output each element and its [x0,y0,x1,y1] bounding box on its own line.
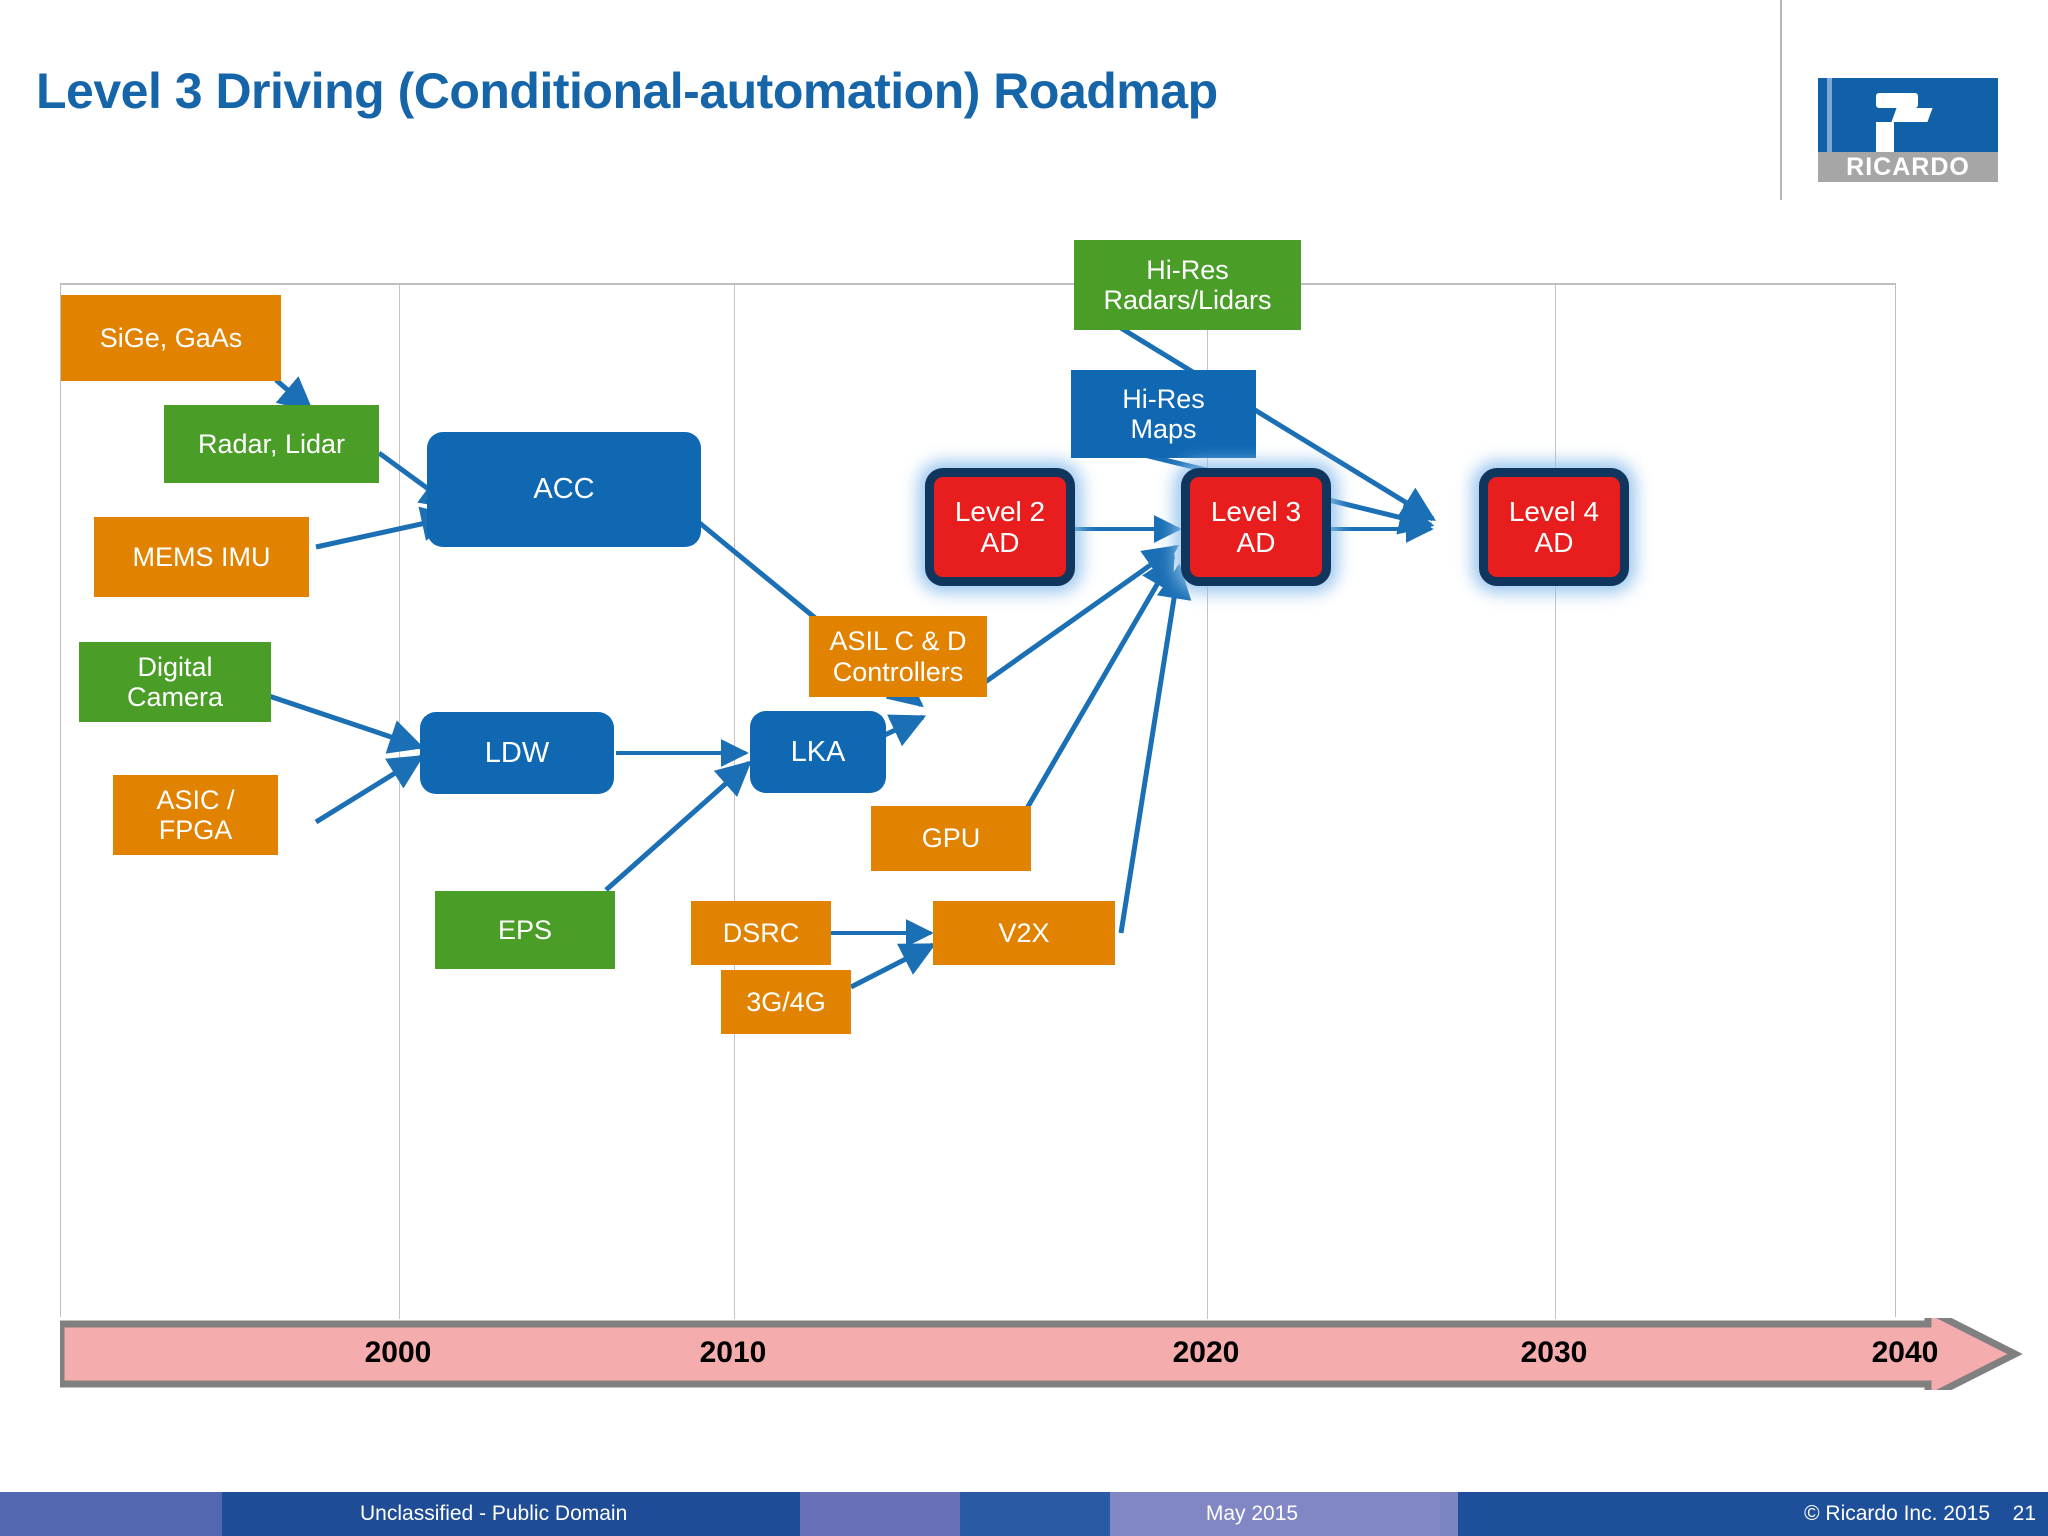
ricardo-wordmark: RICARDO [1818,152,1998,182]
node-sige[interactable]: SiGe, GaAs [61,295,281,381]
footer-classification: Unclassified - Public Domain [360,1502,628,1525]
node-mems-imu[interactable]: MEMS IMU [94,517,309,597]
footer-band-1 [0,1492,222,1536]
node-ldw[interactable]: LDW [420,712,614,794]
edge-gpu-level3 [998,553,1176,855]
edge-v2x-level3 [1118,563,1192,934]
node-digital-camera[interactable]: Digital Camera [79,642,271,722]
timeline-axis: 2000 2010 2020 2030 2040 [60,1318,2048,1390]
ricardo-logo: RICARDO [1818,78,1998,182]
node-eps[interactable]: EPS [435,891,615,969]
footer-date: May 2015 [1205,1502,1299,1525]
logo-r-leg [1876,122,1894,152]
footer-band-3 [800,1492,960,1536]
edge-eps-lka [604,760,752,892]
node-3g-4g[interactable]: 3G/4G [721,970,851,1034]
page-title: Level 3 Driving (Conditional-automation)… [36,63,1218,119]
node-dsrc[interactable]: DSRC [691,901,831,965]
timeline-arrow-shape [60,1318,2023,1390]
slide-footer: Unclassified - Public Domain May 2015 © … [0,1492,2048,1536]
logo-stripe [1827,78,1832,152]
node-hires-radars-lidars[interactable]: Hi-Res Radars/Lidars [1074,240,1301,330]
timeline-tick-2020: 2020 [1172,1336,1240,1369]
node-acc[interactable]: ACC [427,432,701,547]
ricardo-r-mark-icon [1818,78,1998,152]
footer-page-number: 21 [2012,1502,2036,1525]
logo-r-counter-top [1876,93,1918,108]
footer-band-5 [1110,1492,1440,1536]
node-hires-maps[interactable]: Hi-Res Maps [1071,370,1256,458]
node-v2x[interactable]: V2X [933,901,1115,965]
timeline-tick-2040: 2040 [1871,1336,1939,1369]
grid-line-2030 [1555,285,1556,1319]
footer-band-7 [1458,1492,2048,1536]
header-divider [1780,0,1782,200]
edge-asicfpga-ldw [314,754,424,825]
footer-copyright: © Ricardo Inc. 2015 [1804,1502,1990,1525]
node-gpu[interactable]: GPU [871,806,1031,871]
grid-line-2000 [399,285,400,1319]
node-level-3-ad[interactable]: Level 3 AD [1181,468,1331,586]
timeline-tick-2030: 2030 [1520,1336,1588,1369]
timeline-tick-2000: 2000 [364,1336,432,1369]
edge-g3g4-v2x [849,942,937,990]
node-lka[interactable]: LKA [750,711,886,793]
edge-hiresradar-level4 [1114,322,1436,522]
node-level-2-ad[interactable]: Level 2 AD [925,468,1075,586]
node-radar-lidar[interactable]: Radar, Lidar [164,405,379,483]
node-asic-fpga[interactable]: ASIC / FPGA [113,775,278,855]
roadmap-canvas: SiGe, GaAs Radar, Lidar MEMS IMU Digital… [60,240,1896,1319]
timeline-tick-2010: 2010 [699,1336,767,1369]
footer-band-2 [222,1492,800,1536]
node-level-4-ad[interactable]: Level 4 AD [1479,468,1629,586]
footer-band-6 [1440,1492,1458,1536]
logo-r-notch [1891,108,1933,122]
grid-line-2020 [1207,285,1208,1319]
node-asil-controllers[interactable]: ASIL C & D Controllers [809,616,987,697]
grid-line-2010 [734,285,735,1319]
edge-digicam-ldw [265,692,425,754]
footer-band-4 [960,1492,1110,1536]
